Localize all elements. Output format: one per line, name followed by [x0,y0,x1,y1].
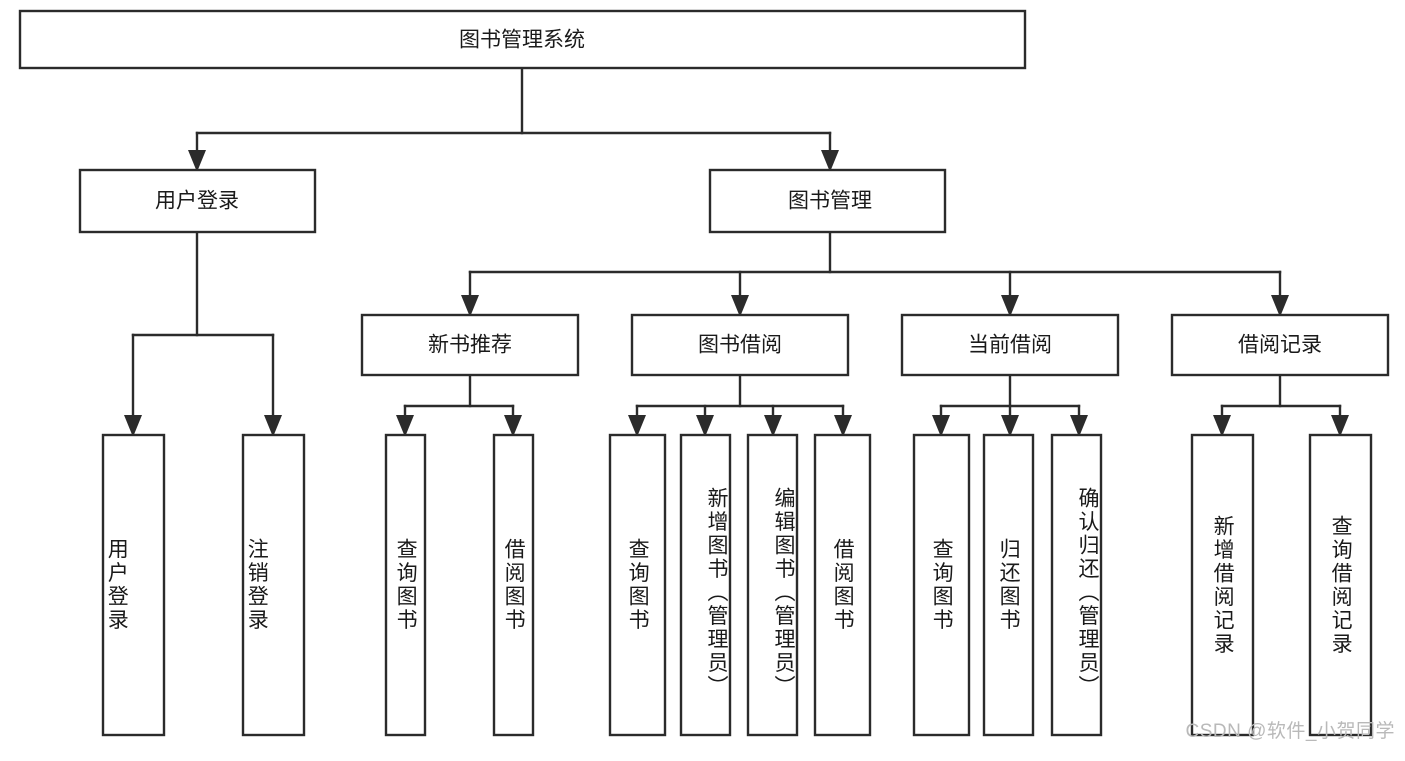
leaf-box-cur-confirm[interactable] [1050,433,1103,737]
node-user-login-label: 用户登录 [155,190,239,213]
leaf-box-cur-return[interactable] [982,433,1035,737]
connector-group-borrow-record [1220,373,1342,419]
arrow-to-book-manage [821,150,839,172]
connector-group-current-borrow [939,373,1081,419]
node-new-book-rec[interactable] [360,313,580,377]
arrow-to-leaf-rec-add [1213,415,1231,437]
arrow-to-new-book-rec [461,295,479,317]
arrow-to-user-login [188,150,206,172]
connector-group-book-manage [468,230,1282,299]
arrow-to-leaf-user-login [124,415,142,437]
connector-group-root [195,66,832,154]
arrow-to-leaf-cur-query [932,415,950,437]
leaf-box-borrow-add[interactable] [679,433,732,737]
arrow-to-leaf-borrow-add [696,415,714,437]
leaf-box-borrow-query[interactable] [608,433,667,737]
node-new-book-rec-label: 新书推荐 [428,334,512,357]
leaf-box-rec-query[interactable] [384,433,427,737]
arrow-to-leaf-cur-confirm [1070,415,1088,437]
arrow-to-leaf-cur-return [1001,415,1019,437]
arrow-to-leaf-rec-query [396,415,414,437]
node-borrow-record-label: 借阅记录 [1238,334,1322,357]
arrow-to-leaf-rec-borrow [504,415,522,437]
node-current-borrow-label: 当前借阅 [968,334,1052,357]
node-borrow-record[interactable] [1170,313,1390,377]
arrow-to-leaf-user-logout [264,415,282,437]
node-root-label: 图书管理系统 [459,29,585,52]
arrow-to-leaf-borrow-lend [834,415,852,437]
arrow-to-leaf-borrow-query [628,415,646,437]
arrow-to-leaf-borrow-edit [764,415,782,437]
arrow-to-leaf-rec-query2 [1331,415,1349,437]
arrow-to-book-borrow [731,295,749,317]
leaf-box-cur-query[interactable] [912,433,971,737]
connector-group-user-login [131,230,275,419]
arrow-to-current-borrow [1001,295,1019,317]
node-book-borrow-label: 图书借阅 [698,334,782,357]
leaf-box-rec-add[interactable] [1190,433,1255,737]
node-book-borrow[interactable] [630,313,850,377]
leaf-box-rec-query2[interactable] [1308,433,1373,737]
node-book-manage[interactable] [708,168,947,234]
leaf-box-borrow-lend[interactable] [813,433,872,737]
connector-group-new-book-rec [403,373,515,419]
leaf-box-user-login[interactable] [101,433,166,737]
leaf-box-user-logout[interactable] [241,433,306,737]
leaf-box-borrow-edit[interactable] [746,433,799,737]
node-current-borrow[interactable] [900,313,1120,377]
leaf-box-rec-borrow[interactable] [492,433,535,737]
node-book-manage-label: 图书管理 [788,190,872,213]
node-user-login[interactable] [78,168,317,234]
connector-group-book-borrow [635,373,845,419]
arrow-to-borrow-record [1271,295,1289,317]
node-root[interactable] [18,9,1027,70]
